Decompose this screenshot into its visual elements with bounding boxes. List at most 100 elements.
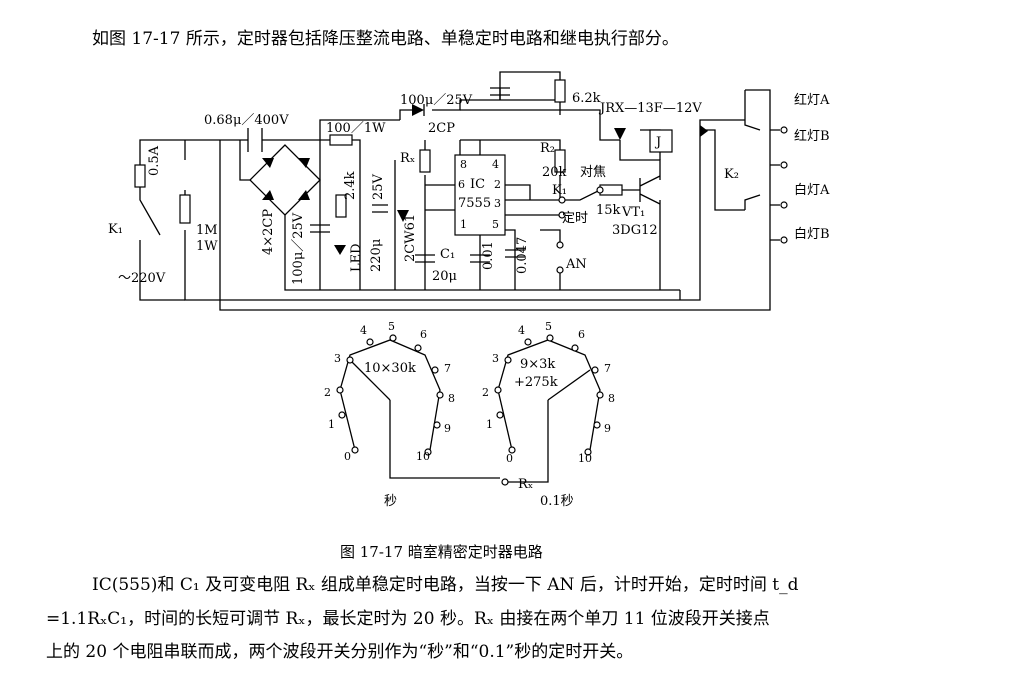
- k1-selector-common: [596, 186, 604, 194]
- label-pin6: 6: [458, 178, 465, 191]
- sw1-n8: 8: [448, 392, 455, 405]
- label-bai-a: 白灯A: [794, 182, 830, 198]
- sw1-n0: 0: [344, 450, 351, 463]
- an-switch-bottom: [556, 266, 564, 274]
- label-bridge: 4×2CP: [261, 209, 276, 255]
- c001-capacitor: [470, 254, 490, 263]
- label-r1: 1M: [196, 223, 218, 238]
- label-relay: JRX—13F—12V: [598, 101, 702, 116]
- sw2-n0: 0: [506, 452, 513, 465]
- sw1-n4: 4: [360, 324, 367, 337]
- c0047-capacitor: [505, 249, 525, 258]
- body-paragraph-2: =1.1RₓC₁，时间的长短可调节 Rₓ，最长定时为 20 秒。Rₓ 由接在两个…: [46, 609, 770, 629]
- led-symbol: [334, 245, 346, 255]
- ic-7555: [454, 154, 506, 236]
- led-resistor: [335, 194, 347, 218]
- label-c100: 100μ／25V: [291, 212, 306, 285]
- sw2-n1: 1: [486, 418, 493, 431]
- label-pin4: 4: [492, 158, 499, 171]
- intro-paragraph: 如图 17-17 所示，定时器包括降压整流电路、单稳定时电路和继电执行部分。: [92, 29, 679, 49]
- label-r15k: 15k: [596, 203, 621, 218]
- sw2-label: 0.1秒: [540, 494, 574, 509]
- circuit-labels: 0.5A K₁ ～220V 1M 1W 0.68μ／400V 4×2CP 100…: [108, 91, 830, 286]
- relay-diode: [614, 128, 626, 140]
- sw1-n1: 1: [328, 418, 335, 431]
- sw2-value-a: 9×3k: [520, 357, 555, 372]
- sw1-n6: 6: [420, 328, 427, 341]
- c1-capacitor: [415, 254, 435, 263]
- label-duijiao: 对焦: [580, 165, 606, 180]
- label-hong-b: 红灯B: [794, 128, 830, 144]
- label-r2: R₂: [540, 141, 555, 156]
- range-switch-seconds: 0 1 2 3 4 5 6 7 8 9 10 10×30k 秒: [324, 320, 500, 509]
- series-resistor: [329, 134, 353, 146]
- sw1-n2: 2: [324, 386, 331, 399]
- label-r62: 6.2k: [572, 91, 601, 106]
- sw1-n9: 9: [444, 422, 451, 435]
- label-k2: K₂: [724, 167, 739, 182]
- label-rx: Rₓ: [400, 151, 415, 166]
- label-j: J: [654, 135, 661, 150]
- bleeder-resistor: [179, 194, 191, 224]
- bridge-diodes: [262, 158, 310, 200]
- label-k1b: K₁: [552, 183, 567, 198]
- top-capacitor: [490, 87, 510, 96]
- label-zener: 2CW61: [403, 214, 418, 262]
- input-capacitor: [247, 128, 263, 152]
- sw2-n6: 6: [578, 328, 585, 341]
- label-fuse: 0.5A: [147, 145, 162, 176]
- relay-contact: [700, 125, 708, 137]
- figure-caption: 图 17-17 暗室精密定时器电路: [340, 543, 543, 561]
- label-3dg12: 3DG12: [612, 223, 658, 238]
- sw2-n2: 2: [482, 386, 489, 399]
- label-mains: ～220V: [118, 271, 166, 286]
- sw2-n5: 5: [545, 320, 552, 333]
- label-r2v: 20k: [542, 165, 567, 180]
- label-7555: 7555: [458, 196, 491, 211]
- body-paragraph-1: IC(555)和 C₁ 及可变电阻 Rₓ 组成单稳定时电路，当按一下 AN 后，…: [92, 575, 799, 595]
- sw2-n4: 4: [518, 324, 525, 337]
- sw1-n10: 10: [416, 450, 430, 463]
- sw2-n8: 8: [608, 392, 615, 405]
- label-cin: 0.68μ／400V: [204, 113, 289, 128]
- lamp-terminals: [780, 126, 788, 244]
- sw1-label: 秒: [384, 494, 397, 509]
- label-bai-b: 白灯B: [794, 226, 830, 242]
- label-c0047: 0.047: [515, 237, 530, 274]
- k1-selector-duijiao: [558, 196, 566, 204]
- sw1-n7: 7: [444, 362, 451, 375]
- circuit-wires: [139, 71, 780, 311]
- rx-terminal-label: Rₓ: [518, 477, 533, 492]
- label-pin2: 2: [494, 178, 501, 191]
- label-an: AN: [565, 257, 587, 272]
- label-d2cp: 2CP: [428, 121, 455, 136]
- reservoir-capacitor: [372, 204, 388, 213]
- label-r100: 100／1W: [326, 121, 386, 136]
- sw1-value: 10×30k: [364, 361, 416, 376]
- relay-coil: [649, 129, 673, 153]
- label-k1: K₁: [108, 222, 123, 237]
- fuse-symbol: [134, 164, 146, 188]
- label-pin1: 1: [460, 218, 467, 231]
- body-paragraph-3: 上的 20 个电阻串联而成，两个波段开关分别作为“秒”和“0.1”秒的定时开关。: [46, 642, 634, 662]
- r62-resistor: [554, 79, 566, 103]
- circuit-diagram: 0.5A K₁ ～220V 1M 1W 0.68μ／400V 4×2CP 100…: [108, 71, 830, 509]
- an-switch-top: [556, 241, 564, 249]
- sw2-value-b: +275k: [514, 375, 558, 390]
- components: [134, 79, 788, 274]
- label-pin5: 5: [492, 218, 499, 231]
- top-diode: [412, 104, 424, 116]
- r2-resistor: [554, 149, 566, 173]
- range-switch-tenths: 0 1 2 3 4 5 6 7 8 9 10 9×3k +275k Rₓ 0.1…: [482, 320, 615, 509]
- label-c1v: 20μ: [432, 269, 457, 284]
- label-c220: 220μ: [369, 239, 384, 272]
- sw2-n9: 9: [604, 422, 611, 435]
- label-topcap: 100μ／25V: [400, 93, 473, 108]
- sw2-n10: 10: [578, 452, 592, 465]
- label-c001: 0.01: [481, 241, 496, 270]
- label-c25v: 25V: [371, 173, 386, 200]
- zener-diode: [397, 210, 409, 222]
- k1-selector-dingshi: [558, 211, 566, 219]
- label-c2: 2.4k: [343, 171, 358, 200]
- label-vt1: VT₁: [621, 205, 645, 220]
